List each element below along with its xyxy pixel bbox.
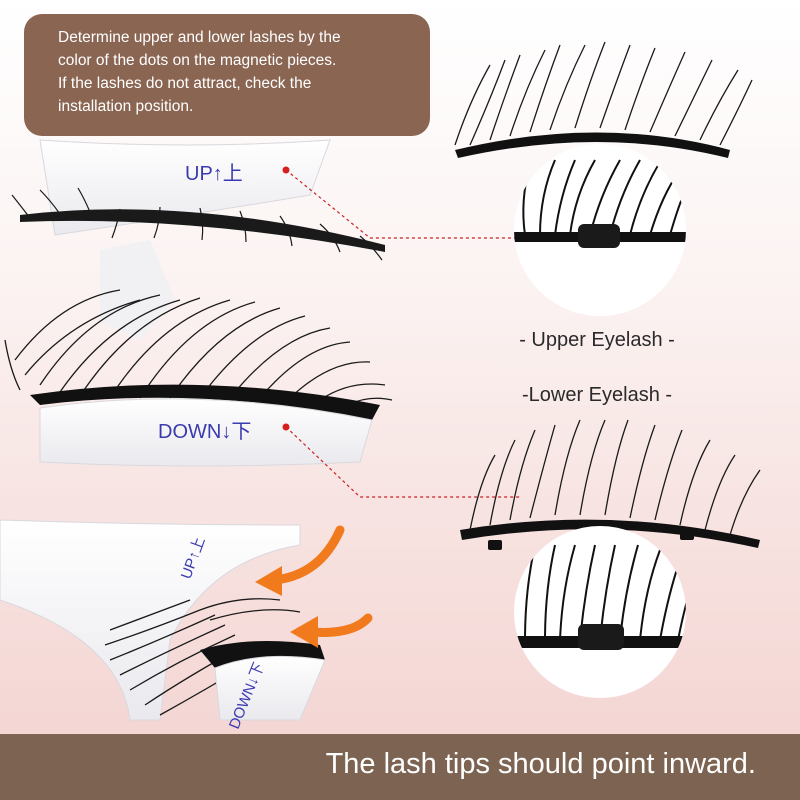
lower-closeup-content bbox=[514, 544, 686, 650]
instruction-line: color of the dots on the magnetic pieces… bbox=[58, 52, 337, 69]
upper-guide-line bbox=[285, 169, 582, 239]
instruction-line: Determine upper and lower lashes by the bbox=[58, 29, 341, 46]
upper-eyelash-band bbox=[455, 132, 730, 158]
instruction-line: installation position. bbox=[58, 98, 194, 115]
footer-bar: The lash tips should point inward. bbox=[0, 734, 800, 800]
upper-plate-lashes bbox=[11, 187, 383, 261]
lower-eyelash-strip bbox=[469, 419, 761, 536]
instruction-line: If the lashes do not attract, check the bbox=[58, 75, 312, 92]
bottom-applicator-lower-plate bbox=[214, 655, 326, 721]
lower-applicator-plate bbox=[39, 398, 373, 467]
lower-eyelash-magnet-right bbox=[680, 530, 694, 540]
lower-eyelash-band bbox=[460, 519, 760, 548]
applicator-connector bbox=[100, 240, 175, 340]
upper-eyelash-strip bbox=[454, 41, 753, 146]
lower-closeup-circle bbox=[514, 526, 686, 698]
instruction-box: Determine upper and lower lashes by the … bbox=[24, 14, 430, 136]
upper-plate-lash-band bbox=[20, 209, 385, 252]
bottom-applicator-lash-band bbox=[200, 641, 325, 668]
lower-eyelash-label: -Lower Eyelash - bbox=[521, 384, 673, 406]
orange-arrow-lower bbox=[290, 613, 373, 648]
upper-eyelash-label: - Upper Eyelash - bbox=[519, 329, 675, 351]
upper-applicator-label: UP↑上 bbox=[185, 162, 243, 185]
orange-arrow-upper bbox=[255, 525, 345, 596]
bottom-applicator-body bbox=[0, 519, 301, 721]
lower-applicator-label: DOWN↓下 bbox=[158, 421, 251, 443]
lower-eyelash-magnet-left bbox=[488, 540, 502, 550]
lower-plate-lash-band bbox=[30, 384, 380, 420]
footer-text: The lash tips should point inward. bbox=[325, 748, 756, 780]
